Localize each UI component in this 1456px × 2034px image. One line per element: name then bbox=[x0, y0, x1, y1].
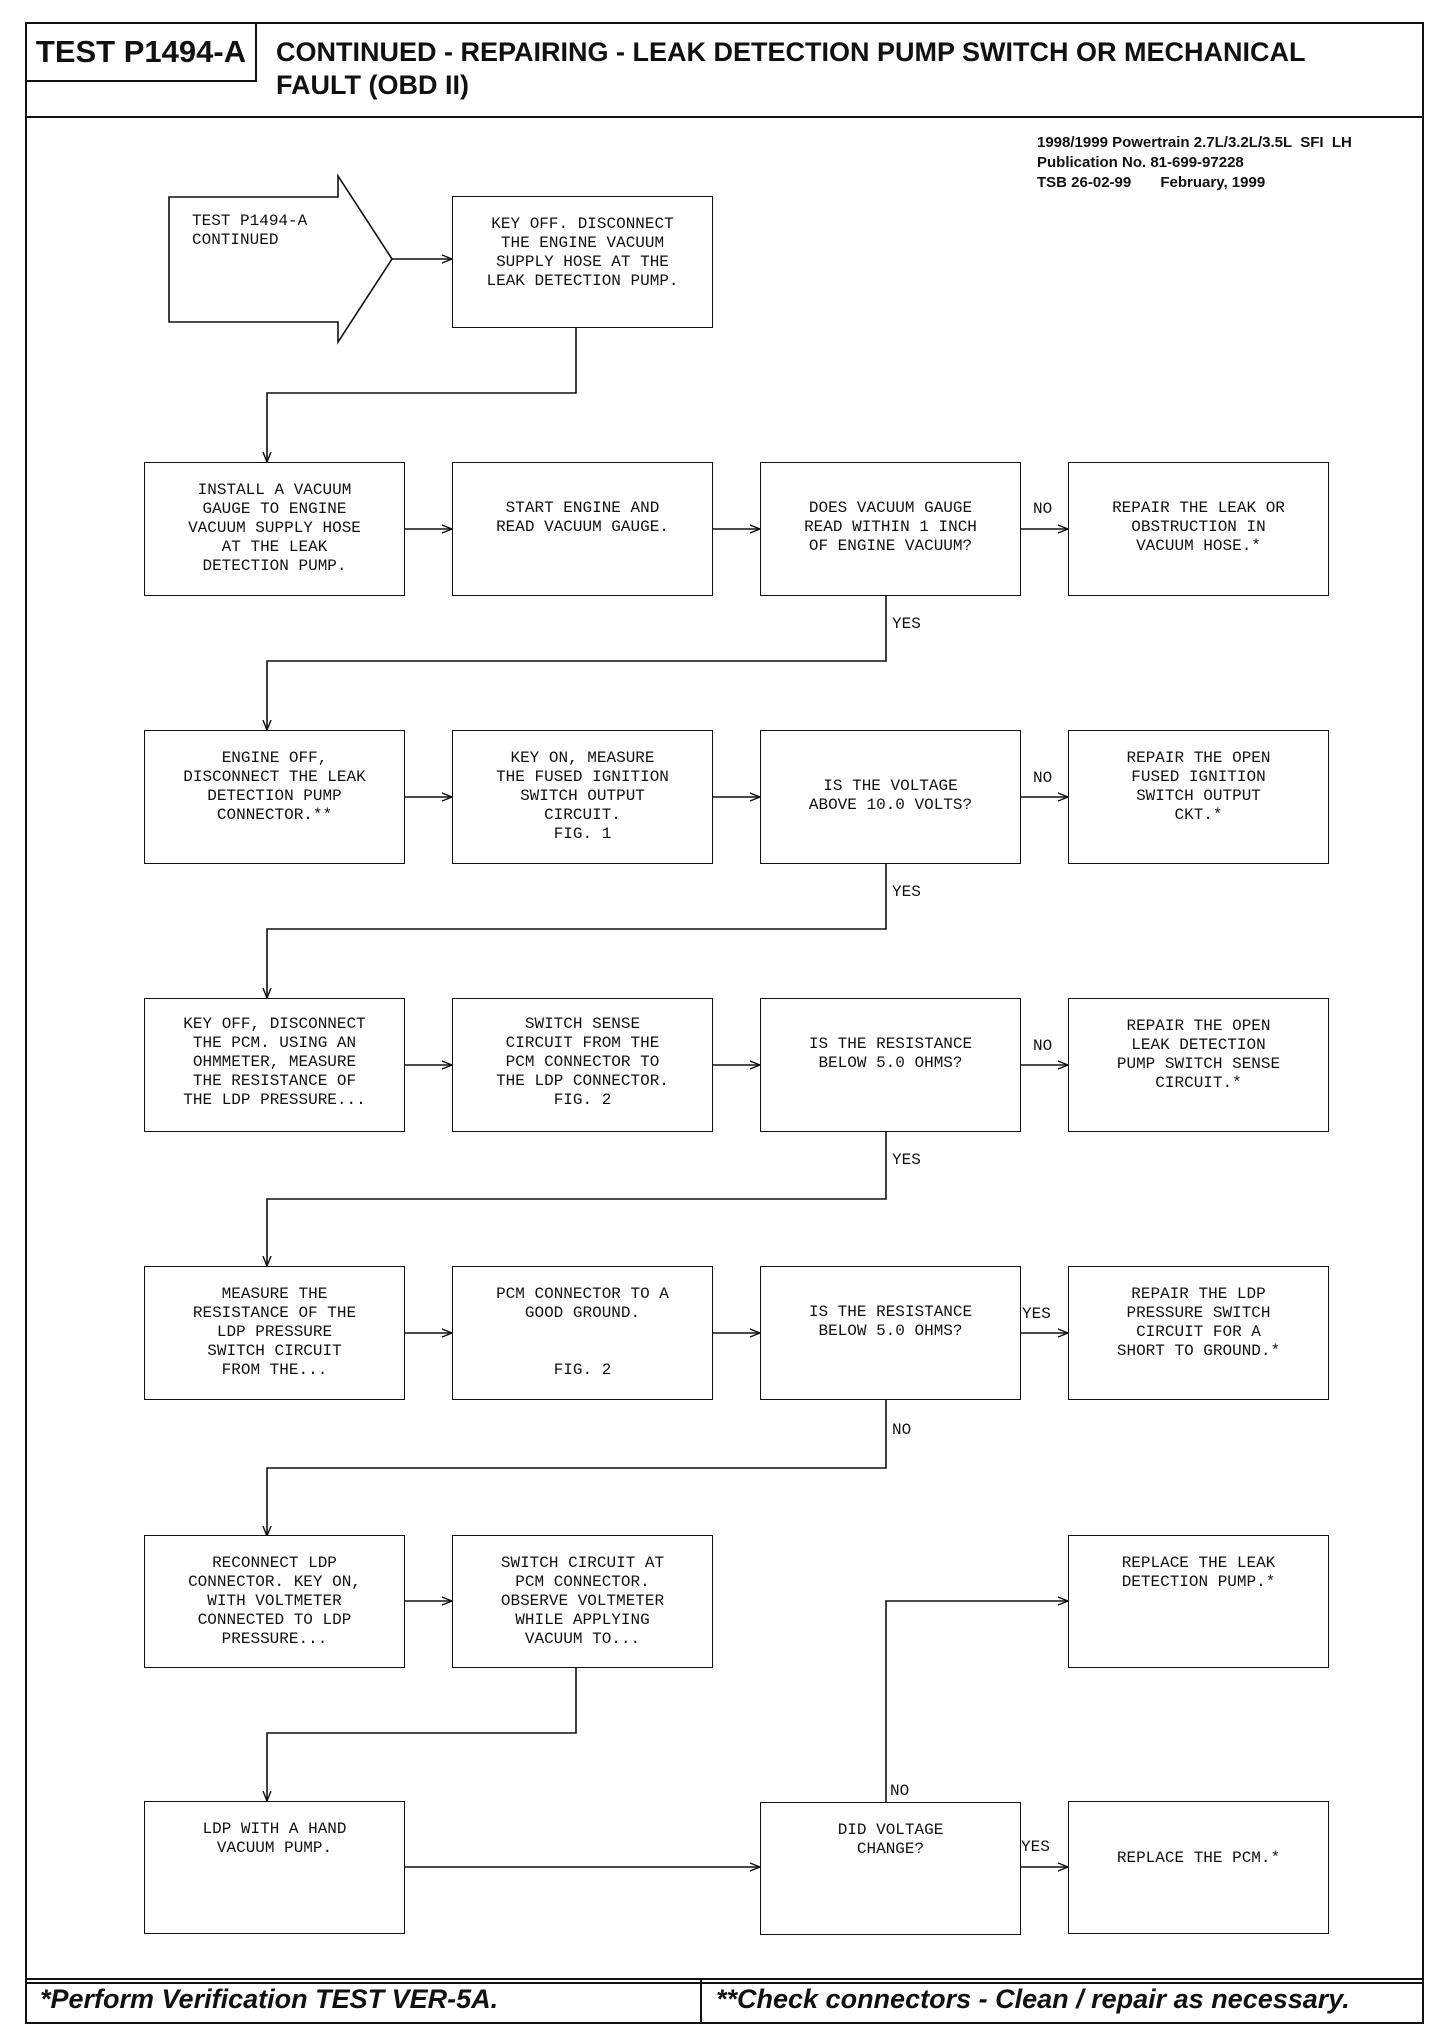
footer-connector-note: **Check connectors - Clean / repair as n… bbox=[716, 1984, 1350, 2014]
label-r1-no: NO bbox=[1033, 500, 1053, 518]
footer-divider bbox=[700, 1978, 702, 2024]
step-disconnect-pcm: KEY OFF, DISCONNECT THE PCM. USING AN OH… bbox=[144, 998, 405, 1132]
decision-voltage-change: DID VOLTAGE CHANGE? bbox=[760, 1802, 1021, 1935]
label-r2-yes: YES bbox=[892, 883, 921, 901]
label-r6-yes: YES bbox=[1021, 1838, 1050, 1856]
publication-line-1: 1998/1999 Powertrain 2.7L/3.2L/3.5L SFI … bbox=[1037, 134, 1352, 151]
decision-resistance-below-open: IS THE RESISTANCE BELOW 5.0 OHMS? bbox=[760, 998, 1021, 1132]
result-repair-short-to-ground: REPAIR THE LDP PRESSURE SWITCH CIRCUIT F… bbox=[1068, 1266, 1329, 1400]
result-replace-pcm: REPLACE THE PCM.* bbox=[1068, 1801, 1329, 1934]
result-repair-open-fused-ckt: REPAIR THE OPEN FUSED IGNITION SWITCH OU… bbox=[1068, 730, 1329, 864]
step-install-vacuum-gauge: INSTALL A VACUUM GAUGE TO ENGINE VACUUM … bbox=[144, 462, 405, 596]
test-id-label: TEST P1494-A bbox=[25, 22, 257, 82]
label-r2-no: NO bbox=[1033, 769, 1053, 787]
step-pcm-connector-ground: PCM CONNECTOR TO A GOOD GROUND. FIG. 2 bbox=[452, 1266, 713, 1400]
step-disconnect-ldp-connector: ENGINE OFF, DISCONNECT THE LEAK DETECTIO… bbox=[144, 730, 405, 864]
result-replace-leak-detection-pump: REPLACE THE LEAK DETECTION PUMP.* bbox=[1068, 1535, 1329, 1668]
publication-line-3: TSB 26-02-99 February, 1999 bbox=[1037, 174, 1266, 191]
step-measure-ignition-circuit: KEY ON, MEASURE THE FUSED IGNITION SWITC… bbox=[452, 730, 713, 864]
label-r6-no: NO bbox=[890, 1782, 910, 1800]
footer-frame bbox=[25, 1978, 1424, 2024]
label-r4-yes: YES bbox=[1022, 1305, 1051, 1323]
decision-voltage-above: IS THE VOLTAGE ABOVE 10.0 VOLTS? bbox=[760, 730, 1021, 864]
label-r3-yes: YES bbox=[892, 1151, 921, 1169]
step-disconnect-vacuum-hose: KEY OFF. DISCONNECT THE ENGINE VACUUM SU… bbox=[452, 196, 713, 328]
title-line-2: FAULT (OBD II) bbox=[276, 70, 469, 100]
publication-info: 1998/1999 Powertrain 2.7L/3.2L/3.5L SFI … bbox=[1037, 133, 1352, 193]
title-line-1: CONTINUED - REPAIRING - LEAK DETECTION P… bbox=[276, 37, 1306, 67]
step-reconnect-ldp: RECONNECT LDP CONNECTOR. KEY ON, WITH VO… bbox=[144, 1535, 405, 1668]
start-node-label: TEST P1494-A CONTINUED bbox=[192, 212, 308, 249]
page-title: CONTINUED - REPAIRING - LEAK DETECTION P… bbox=[276, 36, 1386, 102]
step-observe-voltmeter: SWITCH CIRCUIT AT PCM CONNECTOR. OBSERVE… bbox=[452, 1535, 713, 1668]
step-measure-resistance-ground: MEASURE THE RESISTANCE OF THE LDP PRESSU… bbox=[144, 1266, 405, 1400]
label-r4-no: NO bbox=[892, 1421, 912, 1439]
footer-verification-note: *Perform Verification TEST VER-5A. bbox=[40, 1984, 499, 2014]
label-r1-yes: YES bbox=[892, 615, 921, 633]
decision-resistance-below-short: IS THE RESISTANCE BELOW 5.0 OHMS? bbox=[760, 1266, 1021, 1400]
step-start-engine: START ENGINE AND READ VACUUM GAUGE. bbox=[452, 462, 713, 596]
label-r3-no: NO bbox=[1033, 1037, 1053, 1055]
step-hand-vacuum-pump: LDP WITH A HAND VACUUM PUMP. bbox=[144, 1801, 405, 1934]
publication-line-2: Publication No. 81-699-97228 bbox=[1037, 154, 1244, 171]
result-repair-leak: REPAIR THE LEAK OR OBSTRUCTION IN VACUUM… bbox=[1068, 462, 1329, 596]
start-arrow-shape bbox=[168, 173, 393, 345]
content-frame bbox=[25, 116, 1424, 1984]
result-repair-open-sense-circuit: REPAIR THE OPEN LEAK DETECTION PUMP SWIT… bbox=[1068, 998, 1329, 1132]
step-switch-sense-circuit: SWITCH SENSE CIRCUIT FROM THE PCM CONNEC… bbox=[452, 998, 713, 1132]
decision-vacuum-gauge: DOES VACUUM GAUGE READ WITHIN 1 INCH OF … bbox=[760, 462, 1021, 596]
